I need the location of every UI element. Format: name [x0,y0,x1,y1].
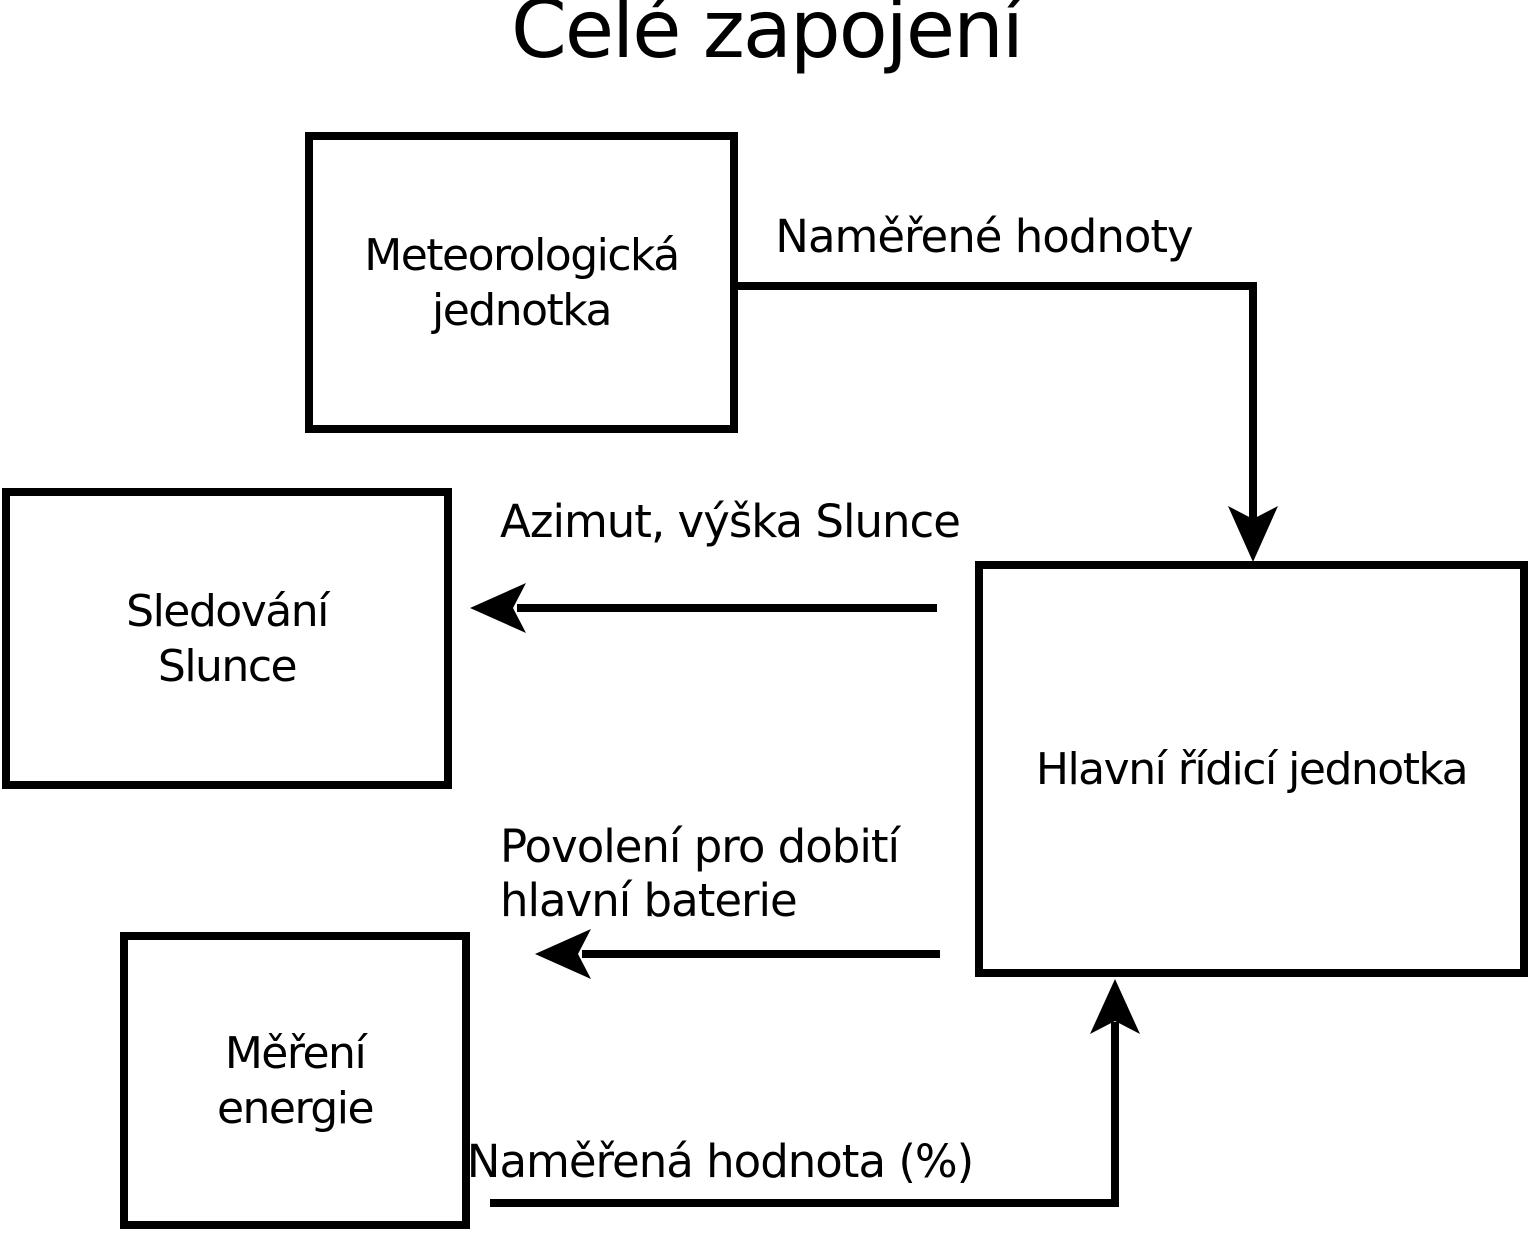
node-label-line: Meteorologická [364,229,680,281]
edge-label-povoleni-pro-dobiti: Povolení pro dobití hlavní baterie [500,820,900,928]
node-label-line: Měření [224,1027,367,1079]
node-meteorologicka-jednotka: Meteorologická jednotka [305,132,738,433]
edge-label-namerena-hodnota: Naměřená hodnota (%) [466,1135,974,1188]
edge-label-azimut-vyska-slunce: Azimut, výška Slunce [500,495,961,548]
edge-label-line: Povolení pro dobití [500,820,900,873]
node-label-line: energie [216,1082,375,1134]
node-hlavni-ridici-jednotka: Hlavní řídicí jednotka [975,561,1528,977]
node-label-line: Hlavní řídicí jednotka [1035,743,1469,795]
edge-label-line: hlavní baterie [500,874,798,927]
node-sledovani-slunce: Sledování Slunce [2,488,452,789]
diagram-title: Celé zapojení [510,0,1024,76]
edge-label-namerene-hodnoty: Naměřené hodnoty [775,210,1193,263]
arrowhead-left-azimut-icon [470,583,526,633]
node-label-line: jednotka [432,284,612,336]
arrowhead-up-icon [1090,979,1140,1034]
arrowhead-left-povoleni-icon [535,929,591,979]
arrowhead-down-icon [1228,506,1278,562]
node-label-line: Sledování [126,585,329,637]
node-mereni-energie: Měření energie [120,932,470,1229]
edge-namerene-hodnoty-line [738,282,1257,524]
node-label-line: Slunce [157,640,298,692]
